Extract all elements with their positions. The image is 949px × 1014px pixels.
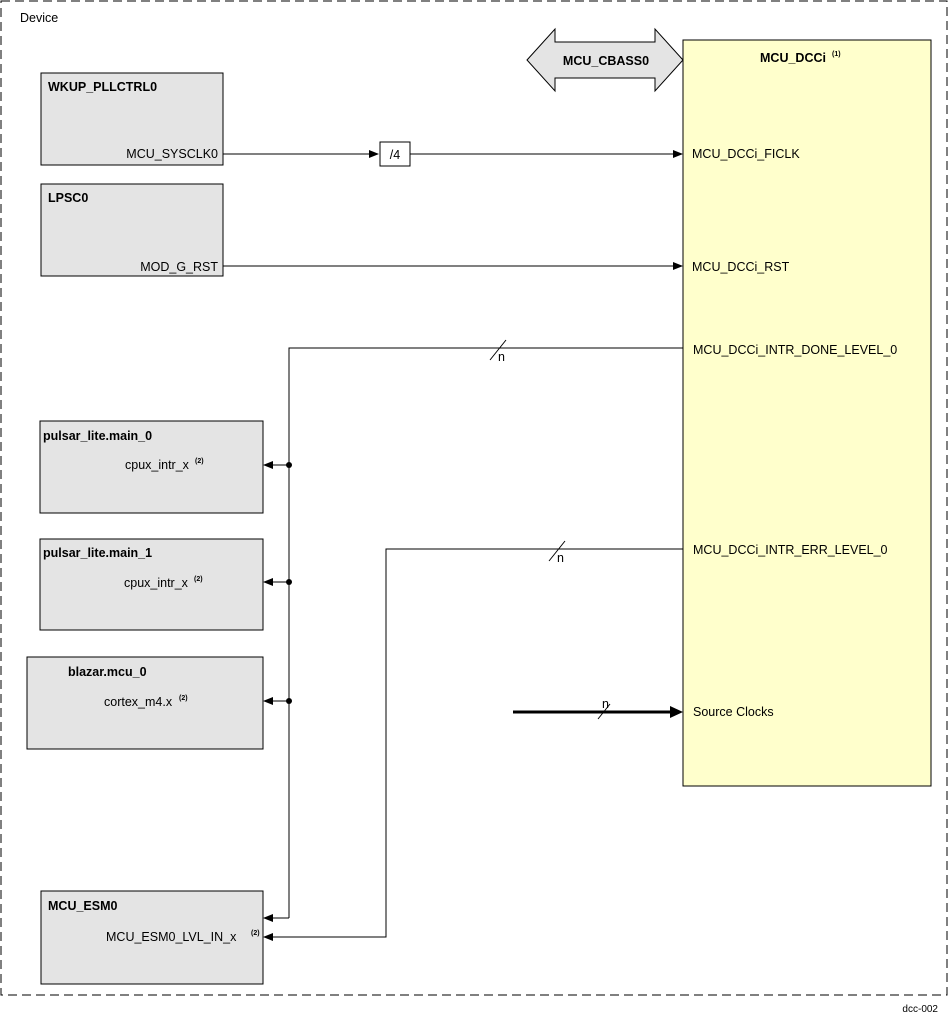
intr-done-bus-width: n [498,350,505,364]
junction-mcu0 [286,698,292,704]
junction-main1 [286,579,292,585]
intr-err-bus-width: n [557,551,564,565]
port-rst: MCU_DCCi_RST [692,260,790,274]
port-intr-err: MCU_DCCi_INTR_ERR_LEVEL_0 [693,543,888,557]
figure-id: dcc-002 [902,1004,938,1014]
pulsar-main1-note: (2) [194,576,203,583]
wkup-pllctrl-module [40,72,224,166]
lpsc-module [40,183,224,277]
pulsar-main0-module [39,420,264,514]
wkup-pllctrl-title: WKUP_PLLCTRL0 [48,80,157,94]
blazar-mcu0-port: cortex_m4.x [104,695,173,709]
cbass-bus-arrow [526,27,684,93]
blazar-mcu0-note: (2) [179,695,188,702]
intr-err-bus-slash [548,540,566,562]
device-label: Device [20,11,58,25]
mcu-esm-title: MCU_ESM0 [48,899,118,913]
mcu-dcc-title: MCU_DCCi [760,51,826,65]
lpsc-port: MOD_G_RST [140,260,218,274]
source-clocks-bus-width: n [602,697,609,711]
mcu-esm-port: MCU_ESM0_LVL_IN_x [106,930,237,944]
pulsar-main1-port: cpux_intr_x [124,576,189,590]
pulsar-main0-note: (2) [195,458,204,465]
source-clocks-arrowhead [670,706,683,718]
wkup-pllctrl-port: MCU_SYSCLK0 [126,147,218,161]
blazar-mcu0-title: blazar.mcu_0 [68,665,147,679]
port-source-clocks: Source Clocks [693,705,774,719]
divider-label: /4 [390,148,400,162]
intr-done-bus-slash [489,339,507,361]
pulsar-main0-title: pulsar_lite.main_0 [43,429,152,443]
intr-done-wire [288,347,683,918]
intr-err-wire [263,548,683,941]
divider-box [379,141,411,167]
mcu-esm-note: (2) [251,930,260,937]
pulsar-main1-title: pulsar_lite.main_1 [43,546,152,560]
mcu-dcc-note: (1) [832,51,841,58]
pulsar-main0-port: cpux_intr_x [125,458,190,472]
port-ficlk: MCU_DCCi_FICLK [692,147,800,161]
port-intr-done: MCU_DCCi_INTR_DONE_LEVEL_0 [693,343,897,357]
lpsc-title: LPSC0 [48,191,88,205]
mcu-esm-module [40,890,264,985]
mcu-dcc-module [682,39,932,787]
source-clocks-bus-slash [597,703,611,720]
junction-main0 [286,462,292,468]
cbass-bus-label: MCU_CBASS0 [563,54,649,68]
